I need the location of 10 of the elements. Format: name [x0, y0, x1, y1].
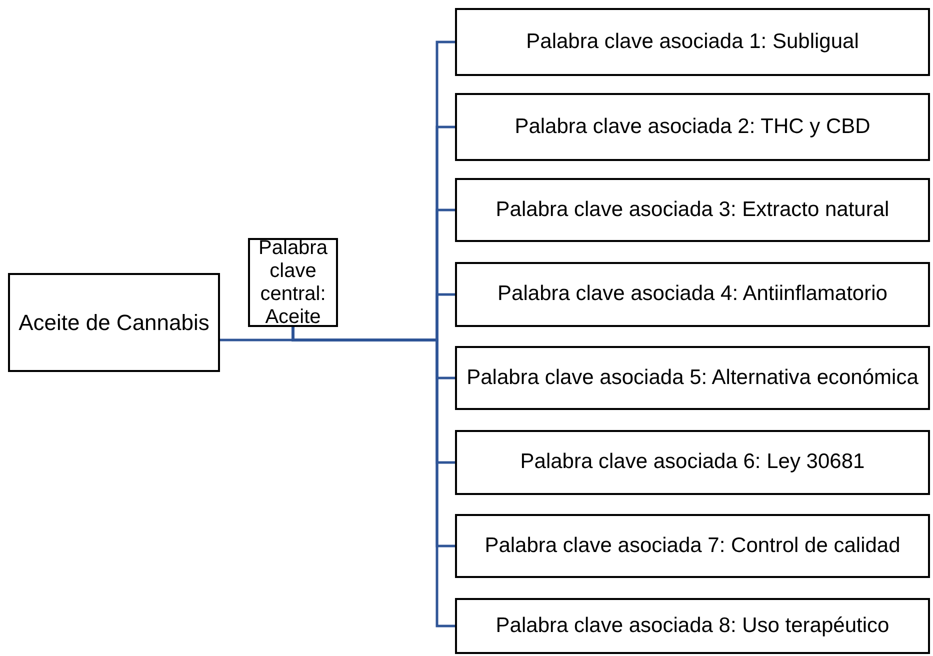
keyword-box: Palabra clave asociada 5: Alternativa económica: [455, 346, 930, 410]
keyword-box: Palabra clave asociada 1: Subligual: [455, 8, 930, 76]
keyword-box: Palabra clave asociada 8: Uso terapéutico: [455, 598, 930, 654]
keyword-box: Palabra clave asociada 4: Antiinflamatorio: [455, 262, 930, 327]
keyword-box: Palabra clave asociada 7: Control de calidad: [455, 514, 930, 578]
keyword-box: Palabra clave central: Aceite: [248, 238, 338, 327]
keyword-box: Aceite de Cannabis: [8, 273, 220, 372]
keyword-box: Palabra clave asociada 3: Extracto natural: [455, 178, 930, 242]
keyword-box: Palabra clave asociada 2: THC y CBD: [455, 93, 930, 161]
keyword-box: Palabra clave asociada 6: Ley 30681: [455, 430, 930, 495]
